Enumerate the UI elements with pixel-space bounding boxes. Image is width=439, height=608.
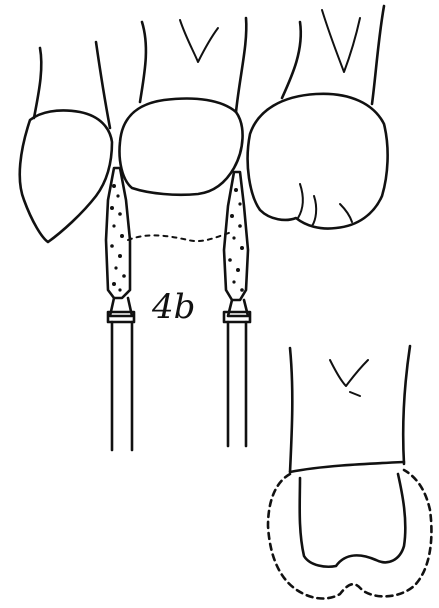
- right-tooth-fissure: [298, 184, 352, 226]
- right-diamond-bur: [224, 172, 250, 446]
- right-tooth-crown: [248, 94, 388, 229]
- left-bur-grit: [110, 184, 126, 292]
- left-bur-tip: [106, 168, 130, 298]
- left-diamond-bur: [106, 168, 134, 450]
- middle-tooth-root-line-2: [236, 18, 246, 112]
- lower-tooth-prepared-crown: [300, 474, 406, 567]
- left-tooth-root-line-1: [34, 48, 41, 118]
- middle-tooth-crown: [120, 99, 243, 195]
- middle-tooth: [120, 18, 247, 195]
- upper-tooth-row: [20, 6, 388, 242]
- figure-label: 4b: [151, 287, 195, 327]
- middle-tooth-canal: [180, 20, 218, 62]
- lower-tooth-canal: [330, 360, 368, 396]
- right-tooth-root-line-1: [282, 22, 301, 98]
- lower-tooth: [268, 346, 431, 599]
- lower-tooth-root-line-2: [403, 346, 410, 464]
- left-tooth: [20, 42, 112, 242]
- left-tooth-crown: [20, 110, 112, 242]
- lower-tooth-original-outline: [268, 470, 431, 599]
- left-bur-shank: [112, 322, 132, 450]
- right-tooth-canal: [322, 10, 360, 72]
- middle-tooth-root-line-1: [140, 22, 146, 102]
- right-bur-neck: [228, 300, 248, 316]
- right-bur-shank: [228, 322, 246, 446]
- lower-tooth-root-line-1: [290, 348, 292, 472]
- gingival-margin-line: [128, 232, 232, 241]
- lower-tooth-cej-line: [290, 462, 404, 472]
- right-bur-grit: [228, 188, 244, 292]
- left-tooth-root-line-2: [96, 42, 110, 128]
- right-tooth-root-line-2: [372, 6, 384, 104]
- right-tooth: [248, 6, 388, 229]
